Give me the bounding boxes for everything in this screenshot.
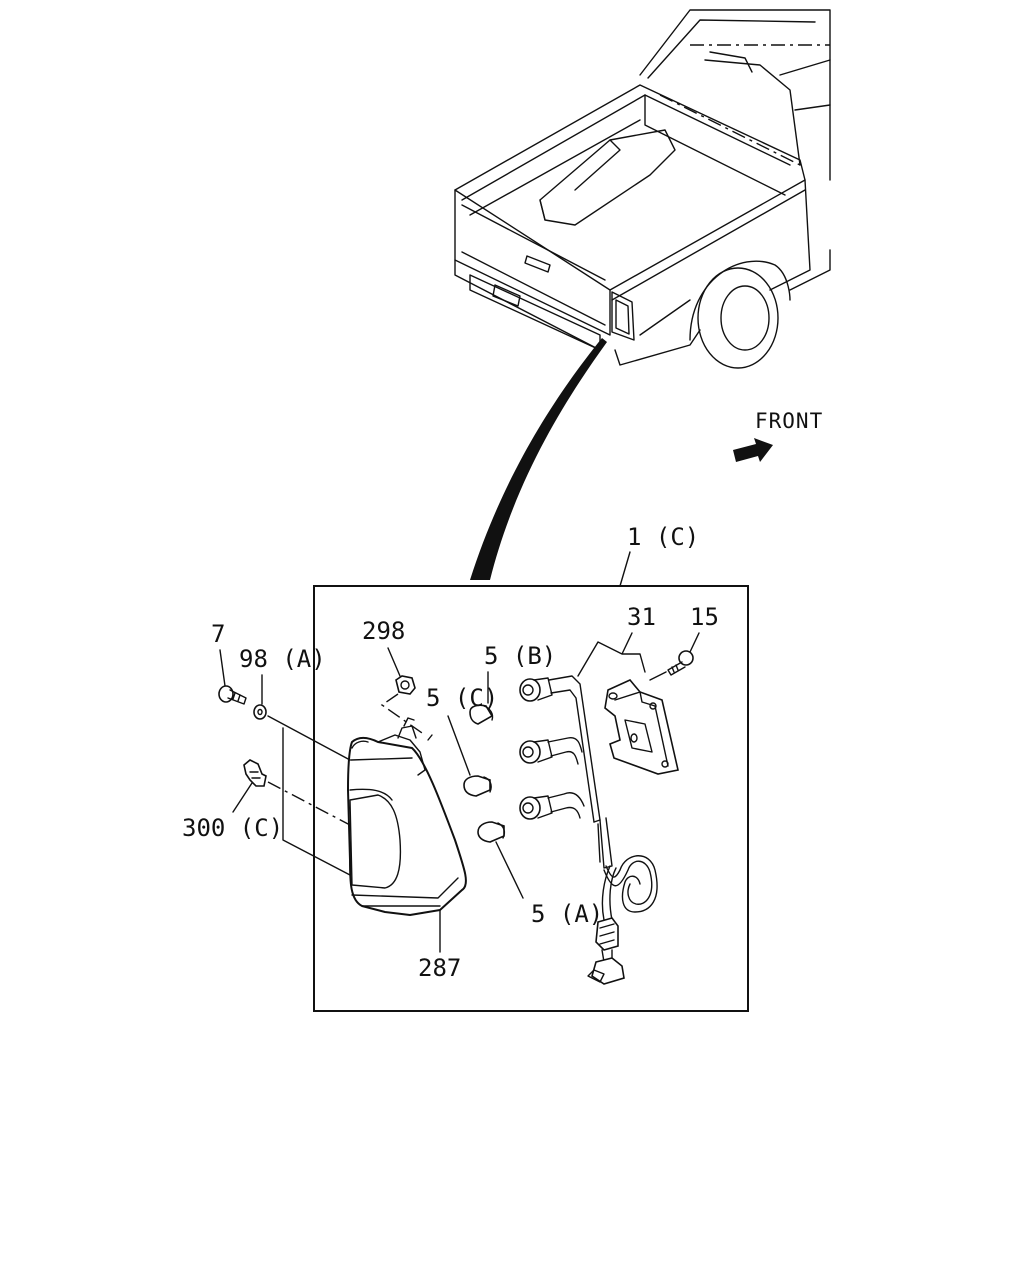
leader-300c: [232, 782, 253, 813]
nut-298: [395, 675, 416, 695]
socket-middle: [519, 739, 553, 764]
tail-lamp-housing: [347, 717, 467, 916]
callout-5c: 5 (C): [426, 684, 498, 712]
clip-300c: [243, 759, 267, 787]
pickup-truck-illustration: [454, 9, 831, 369]
screw-15: [667, 650, 694, 676]
leader-5a: [495, 841, 524, 899]
leader-15: [689, 632, 700, 653]
callout-wedge: [470, 338, 607, 580]
leader-298: [387, 647, 401, 677]
leader-31: [577, 632, 646, 677]
callout-98a: 98 (A): [239, 645, 326, 673]
leader-5c: [447, 715, 471, 776]
wiring-harness-31: [519, 675, 658, 985]
arrow-icon: [733, 438, 773, 462]
callout-7: 7: [211, 620, 225, 648]
assembly-line-clip: [267, 781, 351, 826]
assembly-line-screw-15: [649, 671, 667, 681]
front-direction-indicator: FRONT: [733, 409, 823, 462]
socket-upper: [519, 677, 553, 702]
screw-7: [218, 685, 247, 705]
washer-98a: [253, 704, 267, 720]
callout-15: 15: [690, 603, 719, 631]
mounting-bracket: [604, 679, 679, 775]
assembly-line-nut: [380, 693, 426, 736]
bulb-5b: [469, 704, 494, 725]
callout-298: 298: [362, 617, 405, 645]
detail-frame: [313, 585, 749, 1012]
callout-287: 287: [418, 954, 461, 982]
assembly-line-bracket: [282, 727, 351, 876]
leader-7: [219, 649, 226, 687]
front-label: FRONT: [755, 409, 823, 433]
callout-5b: 5 (B): [484, 642, 556, 670]
leader-assembly: [619, 551, 631, 587]
callout-assembly: 1 (C): [627, 523, 699, 551]
bulb-5a: [477, 821, 506, 843]
callout-5a: 5 (A): [531, 900, 603, 928]
socket-lower: [519, 795, 553, 820]
bulb-5c: [463, 775, 492, 797]
callout-300c: 300 (C): [182, 814, 283, 842]
callout-31: 31: [627, 603, 656, 631]
assembly-line-washer: [267, 715, 351, 761]
